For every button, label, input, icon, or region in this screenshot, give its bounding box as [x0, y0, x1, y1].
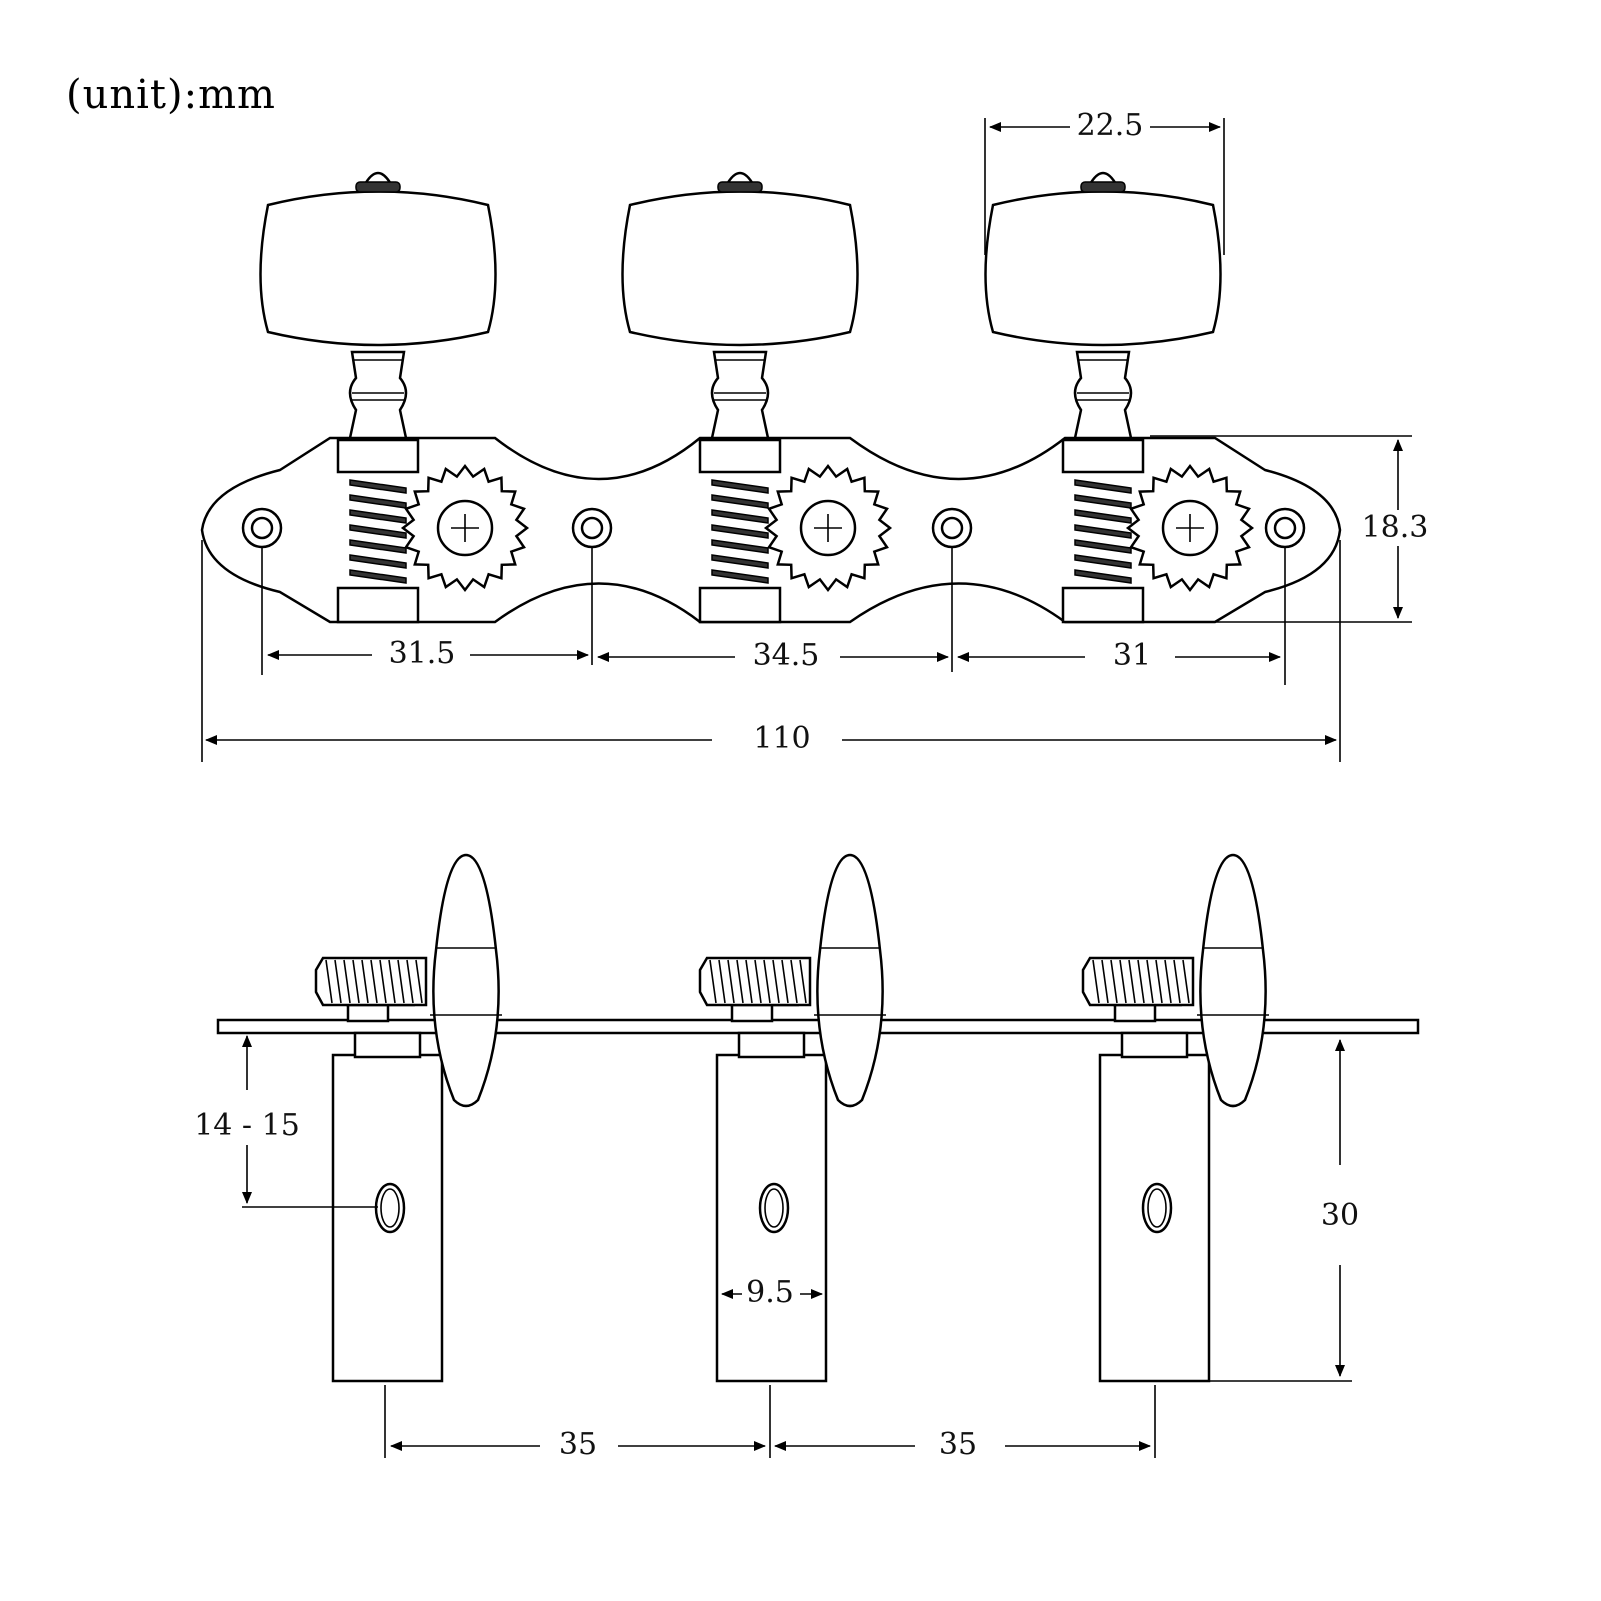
phillips-screw-icon: [1176, 514, 1204, 542]
mount-hole-3: [931, 507, 973, 549]
dim-post-spacing-2-label: 35: [939, 1427, 977, 1462]
lower-bushing: [336, 586, 420, 624]
knob-icon: [984, 190, 1222, 347]
knob-shaft: [1073, 350, 1133, 440]
dim-overall-length-label: 110: [753, 721, 810, 756]
tuner-side-1: [314, 853, 502, 1383]
dim-plate-height: 18.3: [1150, 435, 1435, 623]
worm-thread: [1074, 539, 1132, 554]
worm-thread: [711, 479, 769, 494]
knob-ferrule: [1080, 181, 1126, 193]
dim-plate-height-label: 18.3: [1362, 510, 1429, 545]
worm-thread: [349, 554, 407, 569]
knob-ferrule: [717, 181, 763, 193]
post-collar: [353, 1031, 422, 1059]
housing-base: [346, 1003, 390, 1023]
top-view: 22.5 18.3 31.5 34.5: [200, 108, 1435, 762]
dim-post-spacing: 35 35: [384, 1385, 1156, 1462]
worm-thread: [1074, 554, 1132, 569]
dim-hole-spacing-2-label: 34.5: [753, 638, 820, 673]
tuner-top-3: [984, 171, 1255, 624]
unit-label: (unit):mm: [66, 72, 276, 118]
dim-post-width-label: 9.5: [746, 1275, 794, 1310]
worm-thread: [711, 539, 769, 554]
tuner-top-2: [621, 171, 893, 624]
knob-shaft: [710, 350, 770, 440]
worm-thread: [711, 524, 769, 539]
dim-post-width: 9.5: [721, 1275, 823, 1310]
worm-thread: [349, 569, 407, 584]
dim-post-length-label: 30: [1321, 1198, 1359, 1233]
worm-thread: [349, 539, 407, 554]
upper-bushing: [1061, 438, 1145, 474]
worm-thread: [1074, 569, 1132, 584]
dim-hole-spacing: 31.5 34.5 31: [261, 548, 1286, 685]
mount-hole-1: [241, 507, 283, 549]
dim-knob-width: 22.5: [984, 108, 1225, 255]
worm-thread: [711, 569, 769, 584]
worm-screw-icon: [1081, 956, 1195, 1007]
mount-hole-2: [571, 507, 613, 549]
upper-bushing: [336, 438, 420, 474]
lower-bushing: [698, 586, 782, 624]
worm-thread: [711, 554, 769, 569]
dim-hole-spacing-1-label: 31.5: [389, 636, 456, 671]
post-collar: [737, 1031, 806, 1059]
worm-screw-icon: [314, 956, 428, 1007]
dim-post-hole-height-label: 14 - 15: [194, 1108, 300, 1143]
worm-thread: [1074, 509, 1132, 524]
dim-post-spacing-1-label: 35: [559, 1427, 597, 1462]
worm-screw-icon: [698, 956, 812, 1007]
worm-thread: [349, 479, 407, 494]
dim-hole-spacing-3-label: 31: [1113, 638, 1151, 673]
worm-thread: [1074, 479, 1132, 494]
worm-thread: [711, 509, 769, 524]
knob-icon: [1199, 853, 1267, 1108]
knob-ferrule: [355, 181, 401, 193]
lower-bushing: [1061, 586, 1145, 624]
knob-icon: [432, 853, 500, 1108]
knob-icon: [816, 853, 884, 1108]
worm-thread: [349, 524, 407, 539]
phillips-screw-icon: [814, 514, 842, 542]
worm-thread: [349, 509, 407, 524]
mount-hole-4: [1264, 507, 1306, 549]
dim-post-hole-height: 14 - 15: [194, 1035, 378, 1208]
tuner-side-2: [698, 853, 886, 1383]
worm-thread: [1074, 524, 1132, 539]
knob-shaft: [348, 350, 408, 440]
housing-base: [1113, 1003, 1157, 1023]
post-collar: [1120, 1031, 1189, 1059]
knob-icon: [259, 190, 497, 347]
dim-knob-width-label: 22.5: [1077, 108, 1144, 143]
tuner-top-1: [259, 171, 530, 624]
phillips-screw-icon: [451, 514, 479, 542]
dim-overall-length: 110: [201, 540, 1341, 762]
knob-icon: [621, 190, 859, 347]
housing-base: [730, 1003, 774, 1023]
tuner-side-3: [1081, 853, 1269, 1383]
upper-bushing: [698, 438, 782, 474]
side-view: 14 - 15 9.5 30 35: [194, 853, 1420, 1462]
dim-post-length: 30: [1208, 1039, 1359, 1382]
